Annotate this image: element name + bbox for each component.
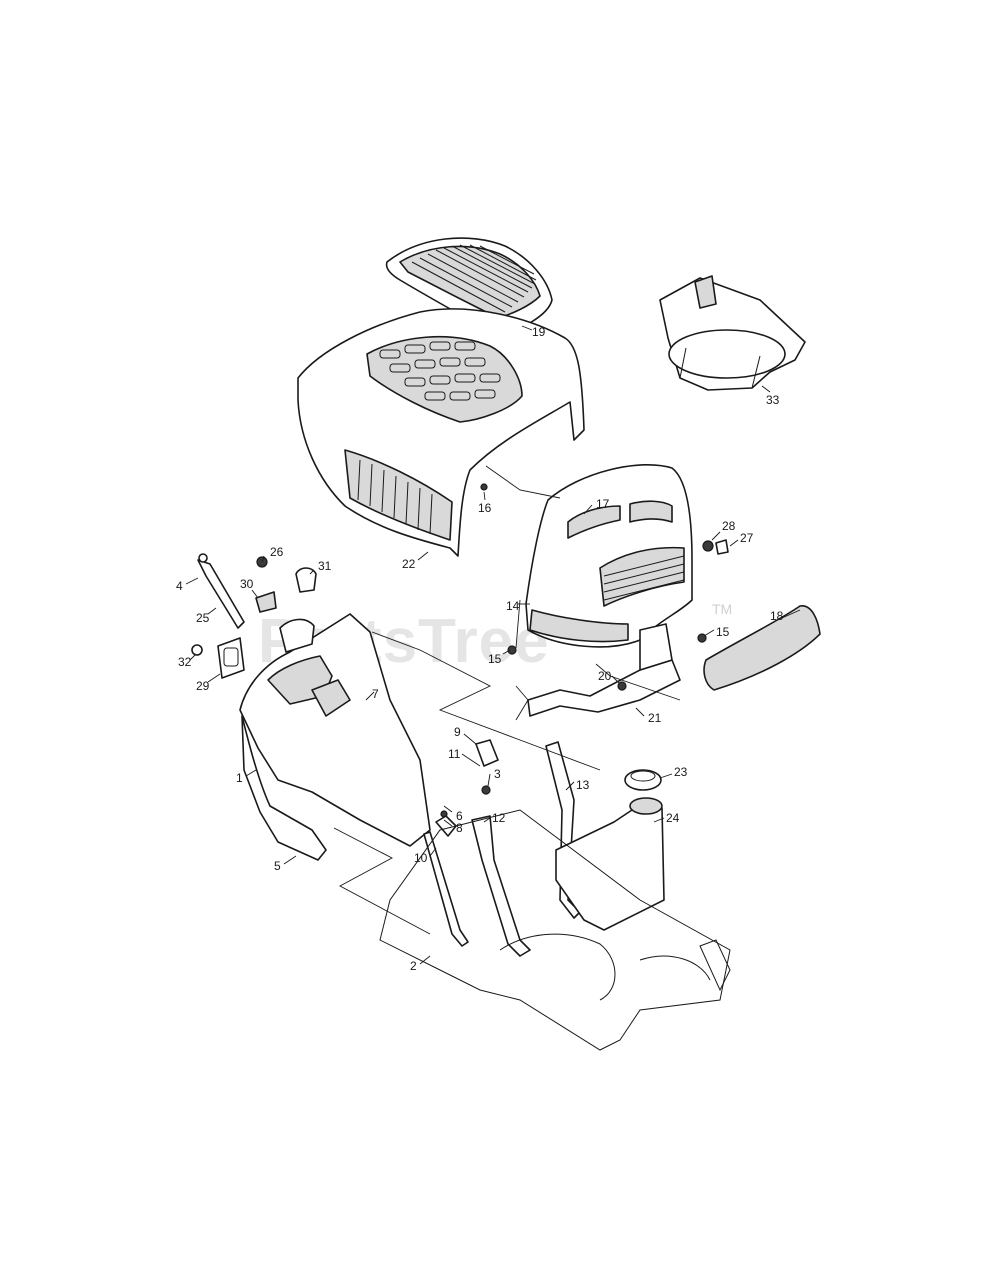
callout-12: 12 <box>492 811 506 825</box>
callout-18: 18 <box>770 609 784 623</box>
callout-27: 27 <box>740 531 754 545</box>
callout-21: 21 <box>648 711 662 725</box>
part-hood <box>297 308 585 557</box>
callout-28: 28 <box>722 519 736 533</box>
callout-17: 17 <box>596 497 610 511</box>
part-side-panel <box>241 715 327 861</box>
callout-20: 20 <box>598 669 612 683</box>
part-hood-insert <box>385 237 553 337</box>
callout-2: 2 <box>410 959 417 973</box>
callout-7: 7 <box>372 687 379 701</box>
watermark-mark: TM <box>712 601 732 617</box>
leader-lines <box>185 325 801 965</box>
callout-31: 31 <box>318 559 332 573</box>
callout-33: 33 <box>766 393 780 407</box>
part-bracket <box>527 623 681 717</box>
callout-14: 14 <box>506 599 520 613</box>
assembly-guides <box>333 465 681 935</box>
callout-22: 22 <box>402 557 416 571</box>
callout-30: 30 <box>240 577 254 591</box>
part-chassis <box>379 809 731 1051</box>
callout-6: 6 <box>456 809 463 823</box>
callout-1: 1 <box>236 771 243 785</box>
part-bumper <box>703 605 821 691</box>
part-dash-tray <box>659 275 806 391</box>
callout-3: 3 <box>494 767 501 781</box>
part-frame-brackets <box>423 739 581 957</box>
part-nose-grille <box>525 464 693 648</box>
callout-24: 24 <box>666 811 680 825</box>
callout-9: 9 <box>454 725 461 739</box>
callout-25: 25 <box>196 611 210 625</box>
callout-10: 10 <box>414 851 428 865</box>
callout-5: 5 <box>274 859 281 873</box>
part-dashboard <box>239 613 431 847</box>
callout-19: 19 <box>532 325 546 339</box>
callout-23: 23 <box>674 765 688 779</box>
callout-4: 4 <box>176 579 183 593</box>
callout-15a: 15 <box>716 625 730 639</box>
part-small-components <box>191 553 317 679</box>
callout-11: 11 <box>448 747 461 761</box>
callout-26: 26 <box>270 545 284 559</box>
callout-32: 32 <box>178 655 192 669</box>
callout-8: 8 <box>456 821 463 835</box>
callout-15b: 15 <box>488 652 502 666</box>
callout-16: 16 <box>478 501 492 515</box>
callout-29: 29 <box>196 679 210 693</box>
part-screws-front <box>480 483 729 691</box>
callout-13: 13 <box>576 778 590 792</box>
